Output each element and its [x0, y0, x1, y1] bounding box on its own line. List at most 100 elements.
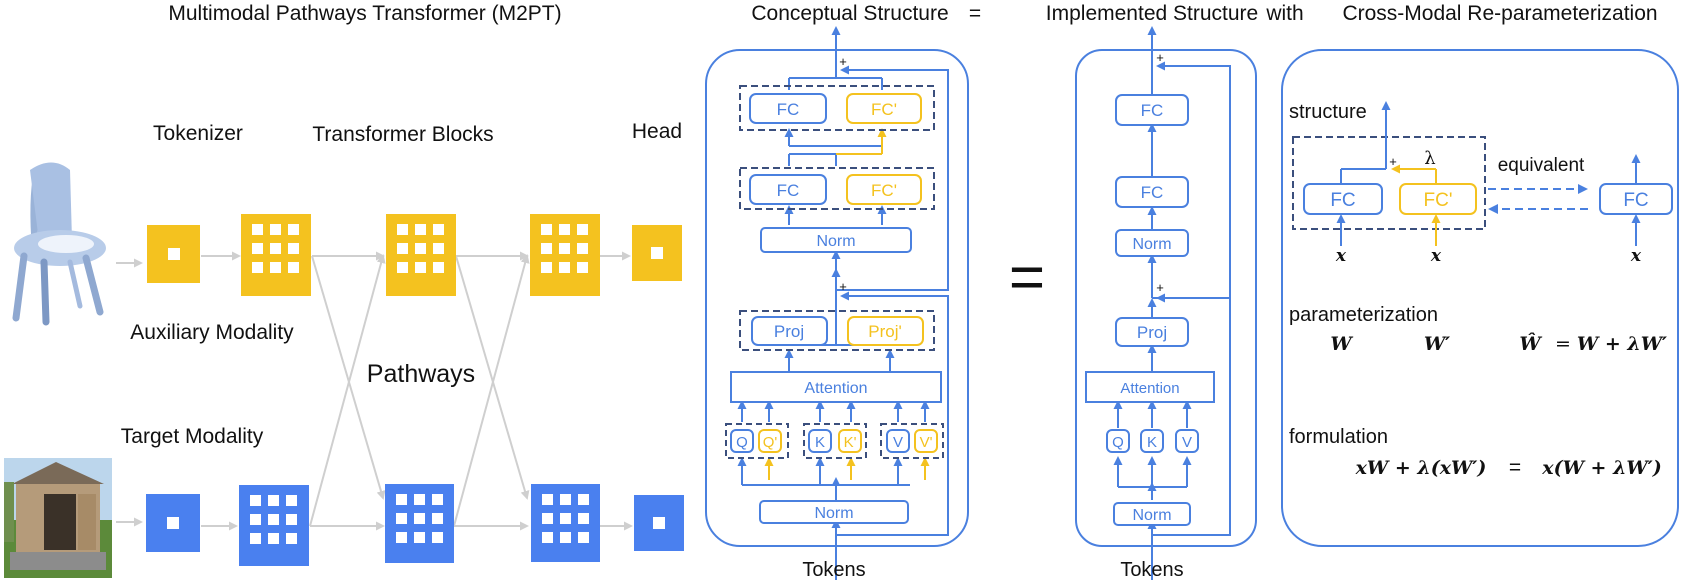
m2pt-panel: Multimodal Pathways Transformer (M2PT) T…: [4, 2, 684, 578]
reparam-fc-label: FC: [1330, 190, 1355, 211]
reparameterization-panel: structure + λ FC FC' equivalent FC x x x: [1281, 49, 1679, 547]
fc-prime-box-2: [846, 93, 922, 124]
impl-fc-box-2: [1115, 94, 1189, 126]
k-prime-label: K': [844, 434, 857, 451]
impl-attention-box: [1085, 371, 1215, 403]
reparam-plus-sign: +: [1389, 154, 1397, 169]
impl-proj-box: [1115, 317, 1189, 347]
fc-prime-box-1: [846, 174, 922, 205]
impl-fc-label-2: FC: [1141, 101, 1164, 120]
k-pair-group: [803, 423, 867, 459]
aux-tokenizer-block: [147, 225, 200, 283]
conceptual-structure-panel: FC FC' FC FC' Norm + + Proj Proj' Attent…: [705, 26, 969, 581]
proj-pair-group: [739, 310, 935, 351]
target-modality-label: Target Modality: [121, 425, 264, 448]
attention-box: [730, 371, 942, 403]
head-label: Head: [632, 120, 682, 143]
impl-fc-label-1: FC: [1141, 183, 1164, 202]
merged-fc-label: FC: [1623, 190, 1648, 211]
structure-label: structure: [1289, 101, 1367, 123]
param-w: W: [1330, 333, 1353, 355]
input-x-2: x: [1430, 246, 1442, 266]
impl-norm-label-2: Norm: [1132, 507, 1171, 524]
input-x-1: x: [1335, 246, 1347, 266]
auxiliary-modality-label: Auxiliary Modality: [130, 321, 294, 344]
norm-box-2: [759, 500, 909, 524]
reparam-fc-prime-label: FC': [1424, 190, 1453, 211]
q-prime-box: [758, 429, 782, 453]
tokens-label-implemented: Tokens: [1120, 559, 1183, 581]
param-equals: =: [1555, 333, 1571, 355]
impl-attention-label: Attention: [1120, 380, 1179, 397]
param-w-hat: Ŵ: [1519, 332, 1542, 355]
m2pt-title: Multimodal Pathways Transformer (M2PT): [168, 2, 561, 25]
impl-fc-box-1: [1115, 176, 1189, 208]
target-tokenizer-block: [146, 494, 200, 552]
equivalent-label: equivalent: [1498, 155, 1585, 176]
plus-sign-1: +: [839, 279, 847, 294]
impl-plus-sign-2: +: [1156, 50, 1164, 65]
lambda-symbol: λ: [1424, 148, 1435, 169]
impl-k-box: [1140, 429, 1164, 453]
impl-k-label: K: [1147, 434, 1157, 451]
impl-q-label: Q: [1112, 434, 1124, 451]
impl-v-label: V: [1182, 434, 1192, 451]
k-prime-box: [838, 429, 862, 453]
cross-modal-header: Cross-Modal Re-parameterization: [1342, 2, 1657, 25]
aux-transformer-block-1: [386, 214, 456, 296]
v-prime-box: [914, 429, 938, 453]
q-label: Q: [736, 434, 748, 451]
norm-label-1: Norm: [816, 233, 855, 250]
formulation-equals: =: [1509, 456, 1521, 479]
merged-fc-box: [1599, 183, 1673, 215]
v-pair-group: [880, 423, 944, 459]
k-label: K: [815, 434, 825, 451]
fc-box-1: [749, 174, 827, 205]
parameterization-label: parameterization: [1289, 304, 1438, 326]
conceptual-structure-header: Conceptual Structure: [751, 2, 948, 25]
norm-box-1: [760, 227, 912, 253]
aux-transformer-block-2: [530, 214, 600, 296]
implemented-structure-header: Implemented Structure: [1046, 2, 1258, 25]
impl-norm-box-1: [1115, 229, 1189, 257]
impl-v-box: [1175, 429, 1199, 453]
impl-q-box: [1106, 429, 1130, 453]
fc-prime-label-1: FC': [871, 181, 897, 200]
norm-label-2: Norm: [814, 505, 853, 522]
implemented-structure-panel: FC FC Norm Proj Attention Q K V Norm + +…: [1075, 26, 1257, 581]
param-w-hat-rhs: W + λW′: [1577, 333, 1667, 355]
proj-label: Proj: [774, 322, 804, 341]
impl-proj-label: Proj: [1137, 323, 1167, 342]
tokens-label-conceptual: Tokens: [802, 559, 865, 581]
transformer-blocks-label: Transformer Blocks: [312, 123, 493, 146]
reparam-fc-box: [1303, 183, 1383, 215]
fc-label-1: FC: [777, 181, 800, 200]
target-transformer-block-1: [385, 484, 454, 563]
garden-shed-photo-icon: [4, 458, 112, 578]
v-box: [886, 429, 910, 453]
target-transformer-block-2: [531, 484, 600, 562]
aux-head-block: [632, 225, 682, 281]
proj-box: [751, 316, 828, 346]
proj-prime-box: [847, 316, 924, 346]
plus-sign-2: +: [839, 54, 847, 69]
formulation-rhs: x(W + λW′): [1541, 457, 1661, 479]
pathway-lines: [116, 251, 633, 531]
tokenizer-label: Tokenizer: [153, 122, 243, 145]
big-equals-sign: =: [1009, 243, 1045, 312]
chair-pointcloud-icon: [12, 162, 106, 326]
fc-pair-2-group: [739, 85, 935, 131]
pathways-label: Pathways: [367, 360, 475, 388]
target-head-block: [634, 495, 684, 551]
reparam-dashed-group: [1292, 136, 1486, 230]
fc-label-2: FC: [777, 100, 800, 119]
formulation-lhs: xW + λ(xW′): [1355, 457, 1487, 479]
param-w-prime: W′: [1424, 333, 1450, 355]
formulation-label: formulation: [1289, 426, 1388, 448]
aux-embedding-block: [241, 214, 311, 296]
target-embedding-block: [239, 485, 309, 566]
fc-prime-label-2: FC': [871, 100, 897, 119]
q-pair-group: [725, 423, 789, 459]
input-x-3: x: [1630, 246, 1642, 266]
